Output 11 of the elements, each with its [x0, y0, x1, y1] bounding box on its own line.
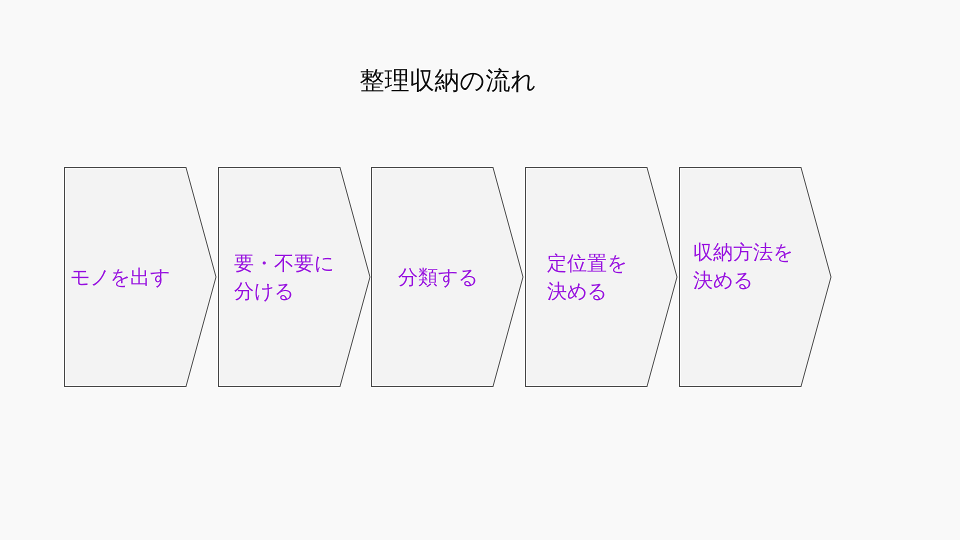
- step-label: 収納方法を決める: [693, 239, 794, 294]
- process-step: [371, 167, 524, 387]
- step-label: モノを出す: [70, 264, 171, 291]
- process-step: [218, 167, 371, 387]
- process-step: [64, 167, 217, 387]
- step-label: 分類する: [398, 264, 479, 291]
- process-step: [525, 167, 678, 387]
- process-step: [679, 167, 832, 387]
- title: 整理収納の流れ: [358, 65, 538, 97]
- step-label: 要・不要に分ける: [234, 250, 335, 305]
- step-label: 定位置を決める: [547, 250, 628, 305]
